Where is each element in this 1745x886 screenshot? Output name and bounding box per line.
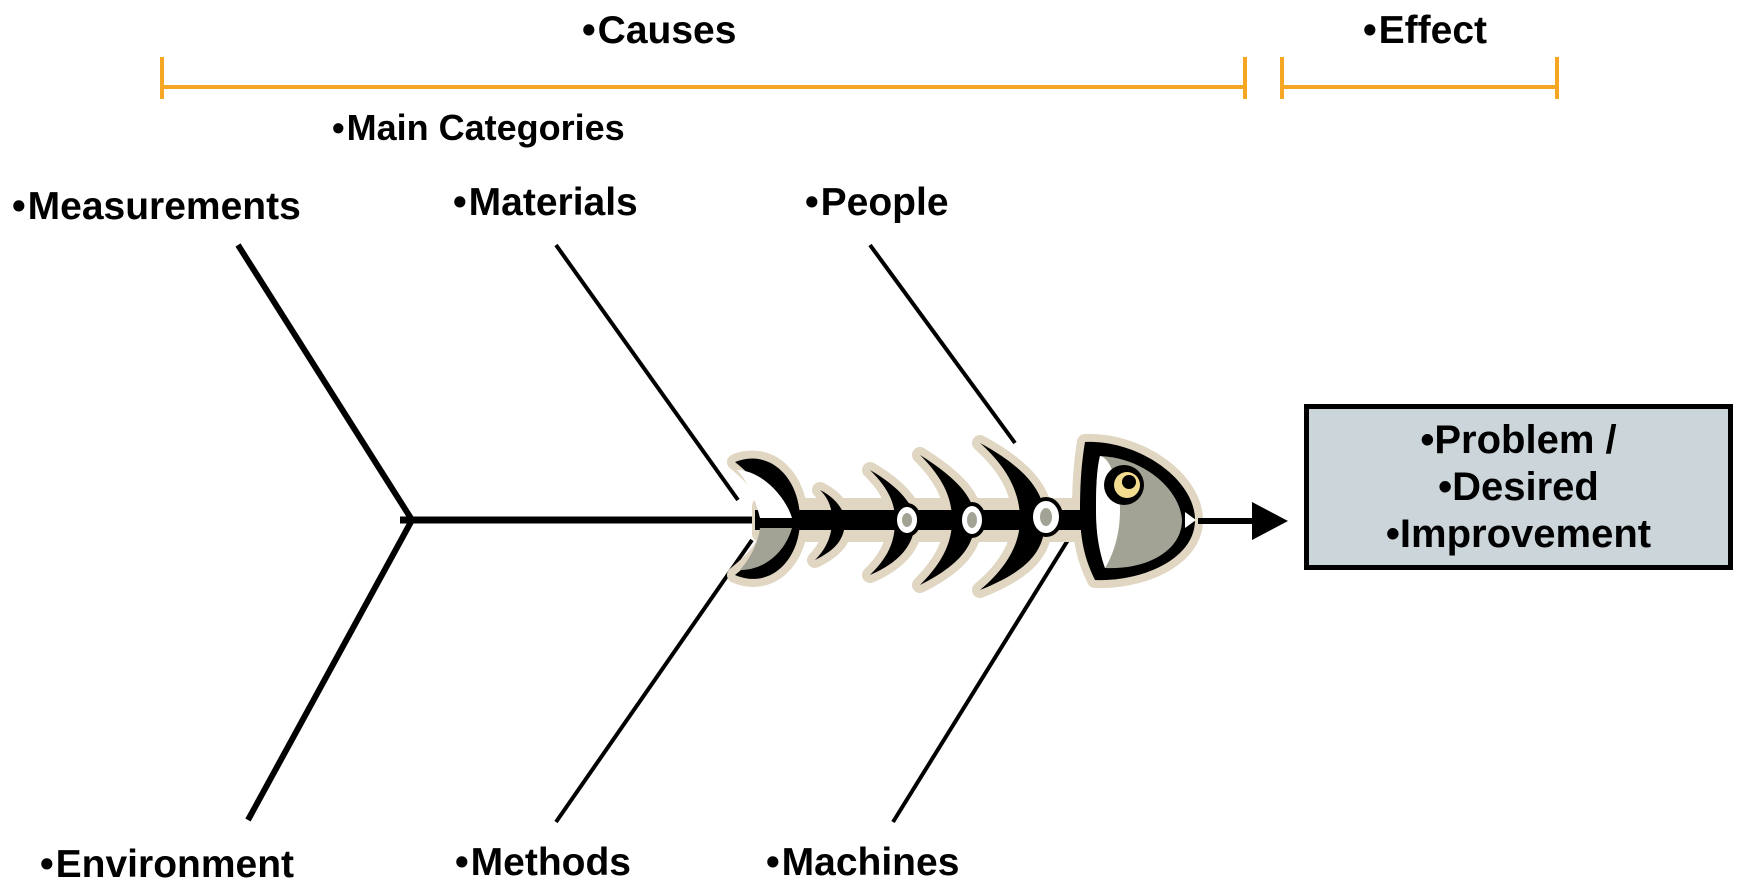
bone-environment: [248, 520, 412, 820]
effect-line-desired: •Desired: [1438, 464, 1599, 511]
category-people: •People: [805, 183, 949, 222]
arrow-right-icon: [1198, 502, 1288, 540]
effect-bracket: [1282, 57, 1557, 99]
category-methods: •Methods: [455, 843, 631, 882]
causes-label: •Causes: [582, 11, 736, 50]
bone-materials: [556, 245, 738, 500]
bone-people: [870, 245, 1015, 443]
effect-box: •Problem / •Desired •Improvement: [1304, 404, 1733, 570]
category-machines: •Machines: [766, 843, 959, 882]
category-measurements: •Measurements: [12, 187, 301, 226]
effect-line-problem: •Problem /: [1420, 417, 1616, 464]
main-categories-label: •Main Categories: [332, 110, 625, 146]
category-environment: •Environment: [40, 845, 294, 884]
effect-label: •Effect: [1363, 11, 1487, 50]
effect-line-improvement: •Improvement: [1386, 511, 1651, 558]
bone-measurements: [238, 245, 412, 520]
bone-methods: [556, 540, 752, 822]
causes-bracket: [162, 57, 1245, 99]
fish-skeleton-icon: [735, 442, 1196, 590]
category-materials: •Materials: [453, 183, 638, 222]
